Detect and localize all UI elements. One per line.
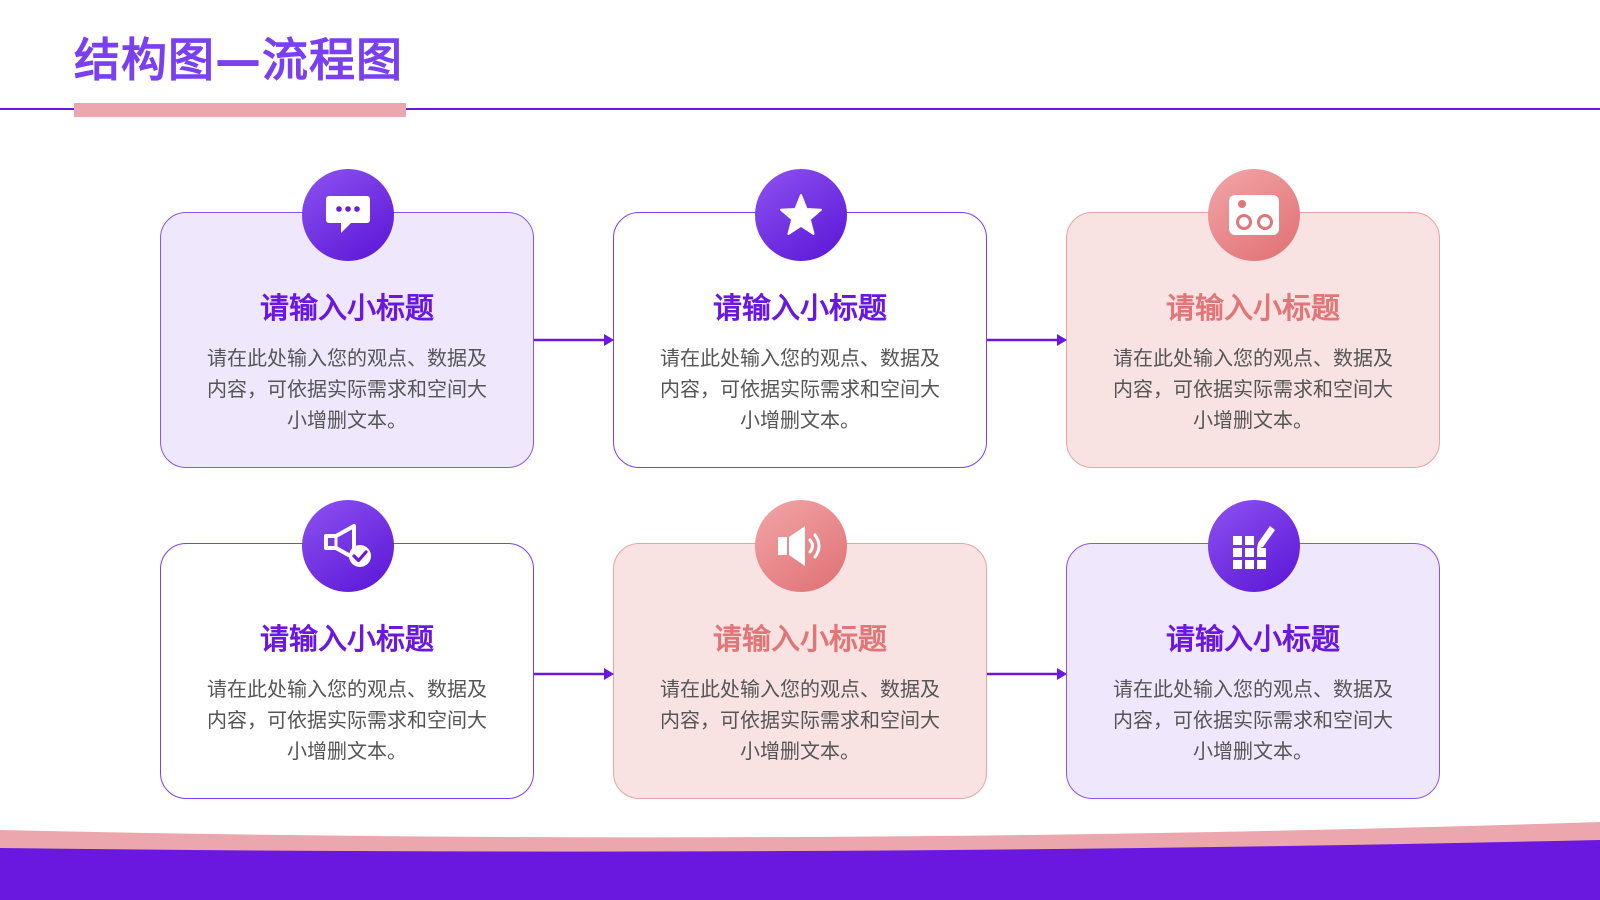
step-body: 请在此处输入您的观点、数据及内容，可依据实际需求和空间大小增删文本。 [660, 346, 940, 432]
tape-recorder-icon [1208, 169, 1300, 261]
step-body: 请在此处输入您的观点、数据及内容，可依据实际需求和空间大小增删文本。 [207, 346, 487, 432]
step-heading: 请输入小标题 [712, 622, 887, 656]
step-card-3: 请输入小标题 请在此处输入您的观点、数据及内容，可依据实际需求和空间大小增删文本… [1066, 212, 1440, 468]
flow-arrow [987, 334, 1067, 346]
grid-edit-icon [1208, 500, 1300, 592]
speaker-volume-icon [755, 500, 847, 592]
step-body: 请在此处输入您的观点、数据及内容，可依据实际需求和空间大小增删文本。 [660, 677, 940, 763]
step-body: 请在此处输入您的观点、数据及内容，可依据实际需求和空间大小增删文本。 [207, 677, 487, 763]
step-heading: 请输入小标题 [1165, 291, 1340, 325]
step-heading: 请输入小标题 [1165, 622, 1340, 656]
flow-arrow [534, 668, 614, 680]
step-heading: 请输入小标题 [259, 291, 434, 325]
title-divider [0, 108, 1600, 110]
step-body: 请在此处输入您的观点、数据及内容，可依据实际需求和空间大小增删文本。 [1113, 346, 1393, 432]
chat-bubble-icon [302, 169, 394, 261]
star-icon [755, 169, 847, 261]
page-title: 结构图—流程图 [74, 33, 403, 87]
step-heading: 请输入小标题 [259, 622, 434, 656]
flow-arrow [534, 334, 614, 346]
flow-arrow [987, 668, 1067, 680]
step-heading: 请输入小标题 [712, 291, 887, 325]
step-card-1: 请输入小标题 请在此处输入您的观点、数据及内容，可依据实际需求和空间大小增删文本… [160, 212, 534, 468]
step-body: 请在此处输入您的观点、数据及内容，可依据实际需求和空间大小增删文本。 [1113, 677, 1393, 763]
title-accent-bar [74, 103, 406, 117]
footer-wave [0, 822, 1600, 900]
step-card-2: 请输入小标题 请在此处输入您的观点、数据及内容，可依据实际需求和空间大小增删文本… [613, 212, 987, 468]
megaphone-check-icon [302, 500, 394, 592]
